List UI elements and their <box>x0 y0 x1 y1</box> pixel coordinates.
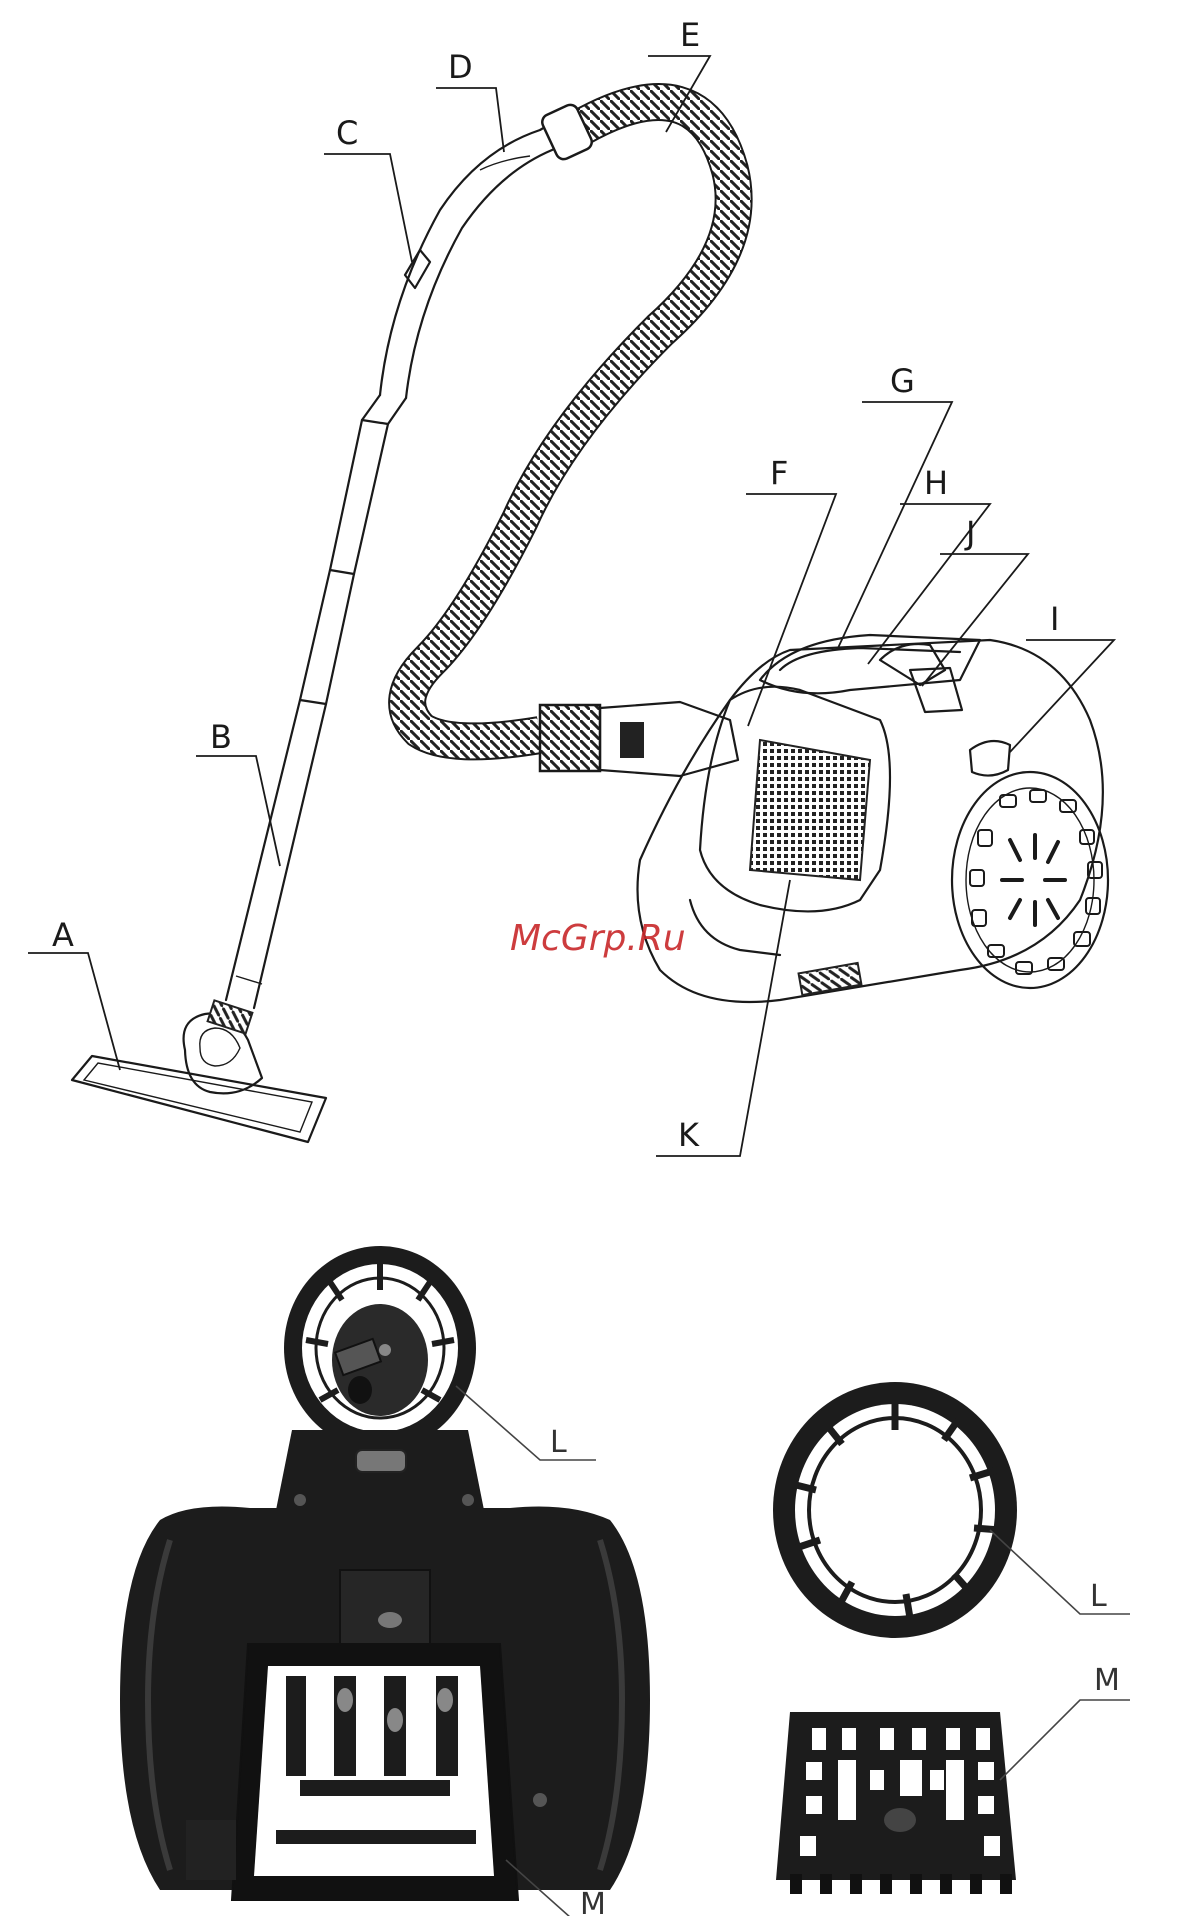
handle-parts-c-d <box>380 118 570 398</box>
label-g: G <box>890 362 915 400</box>
label-i: I <box>1050 600 1059 638</box>
label-l-main: L <box>550 1425 567 1460</box>
vacuum-line-drawing: A B C D E F G H J I K McGrp.Ru <box>28 16 1114 1156</box>
vacuum-rear-photo: L M <box>120 1246 650 1916</box>
label-h: H <box>924 464 948 502</box>
label-b: B <box>210 718 232 756</box>
leader-lines <box>28 56 1114 1156</box>
label-k: K <box>678 1116 700 1154</box>
label-l-part: L <box>1090 1579 1107 1614</box>
label-a: A <box>52 916 74 954</box>
label-d: D <box>448 48 473 86</box>
label-f: F <box>770 454 788 492</box>
vacuum-body <box>638 635 1109 1002</box>
flexible-hose-part-e <box>407 102 738 776</box>
floor-nozzle-part-a <box>72 1000 326 1142</box>
separate-parts-photo: L <box>773 1382 1130 1894</box>
label-j: J <box>964 514 975 552</box>
watermark: McGrp.Ru <box>510 918 686 959</box>
label-e: E <box>680 16 700 54</box>
label-c: C <box>336 114 358 152</box>
label-m-part: M <box>1094 1663 1120 1698</box>
label-m-main: M <box>580 1887 606 1916</box>
telescopic-tube-part-b <box>226 395 406 1008</box>
